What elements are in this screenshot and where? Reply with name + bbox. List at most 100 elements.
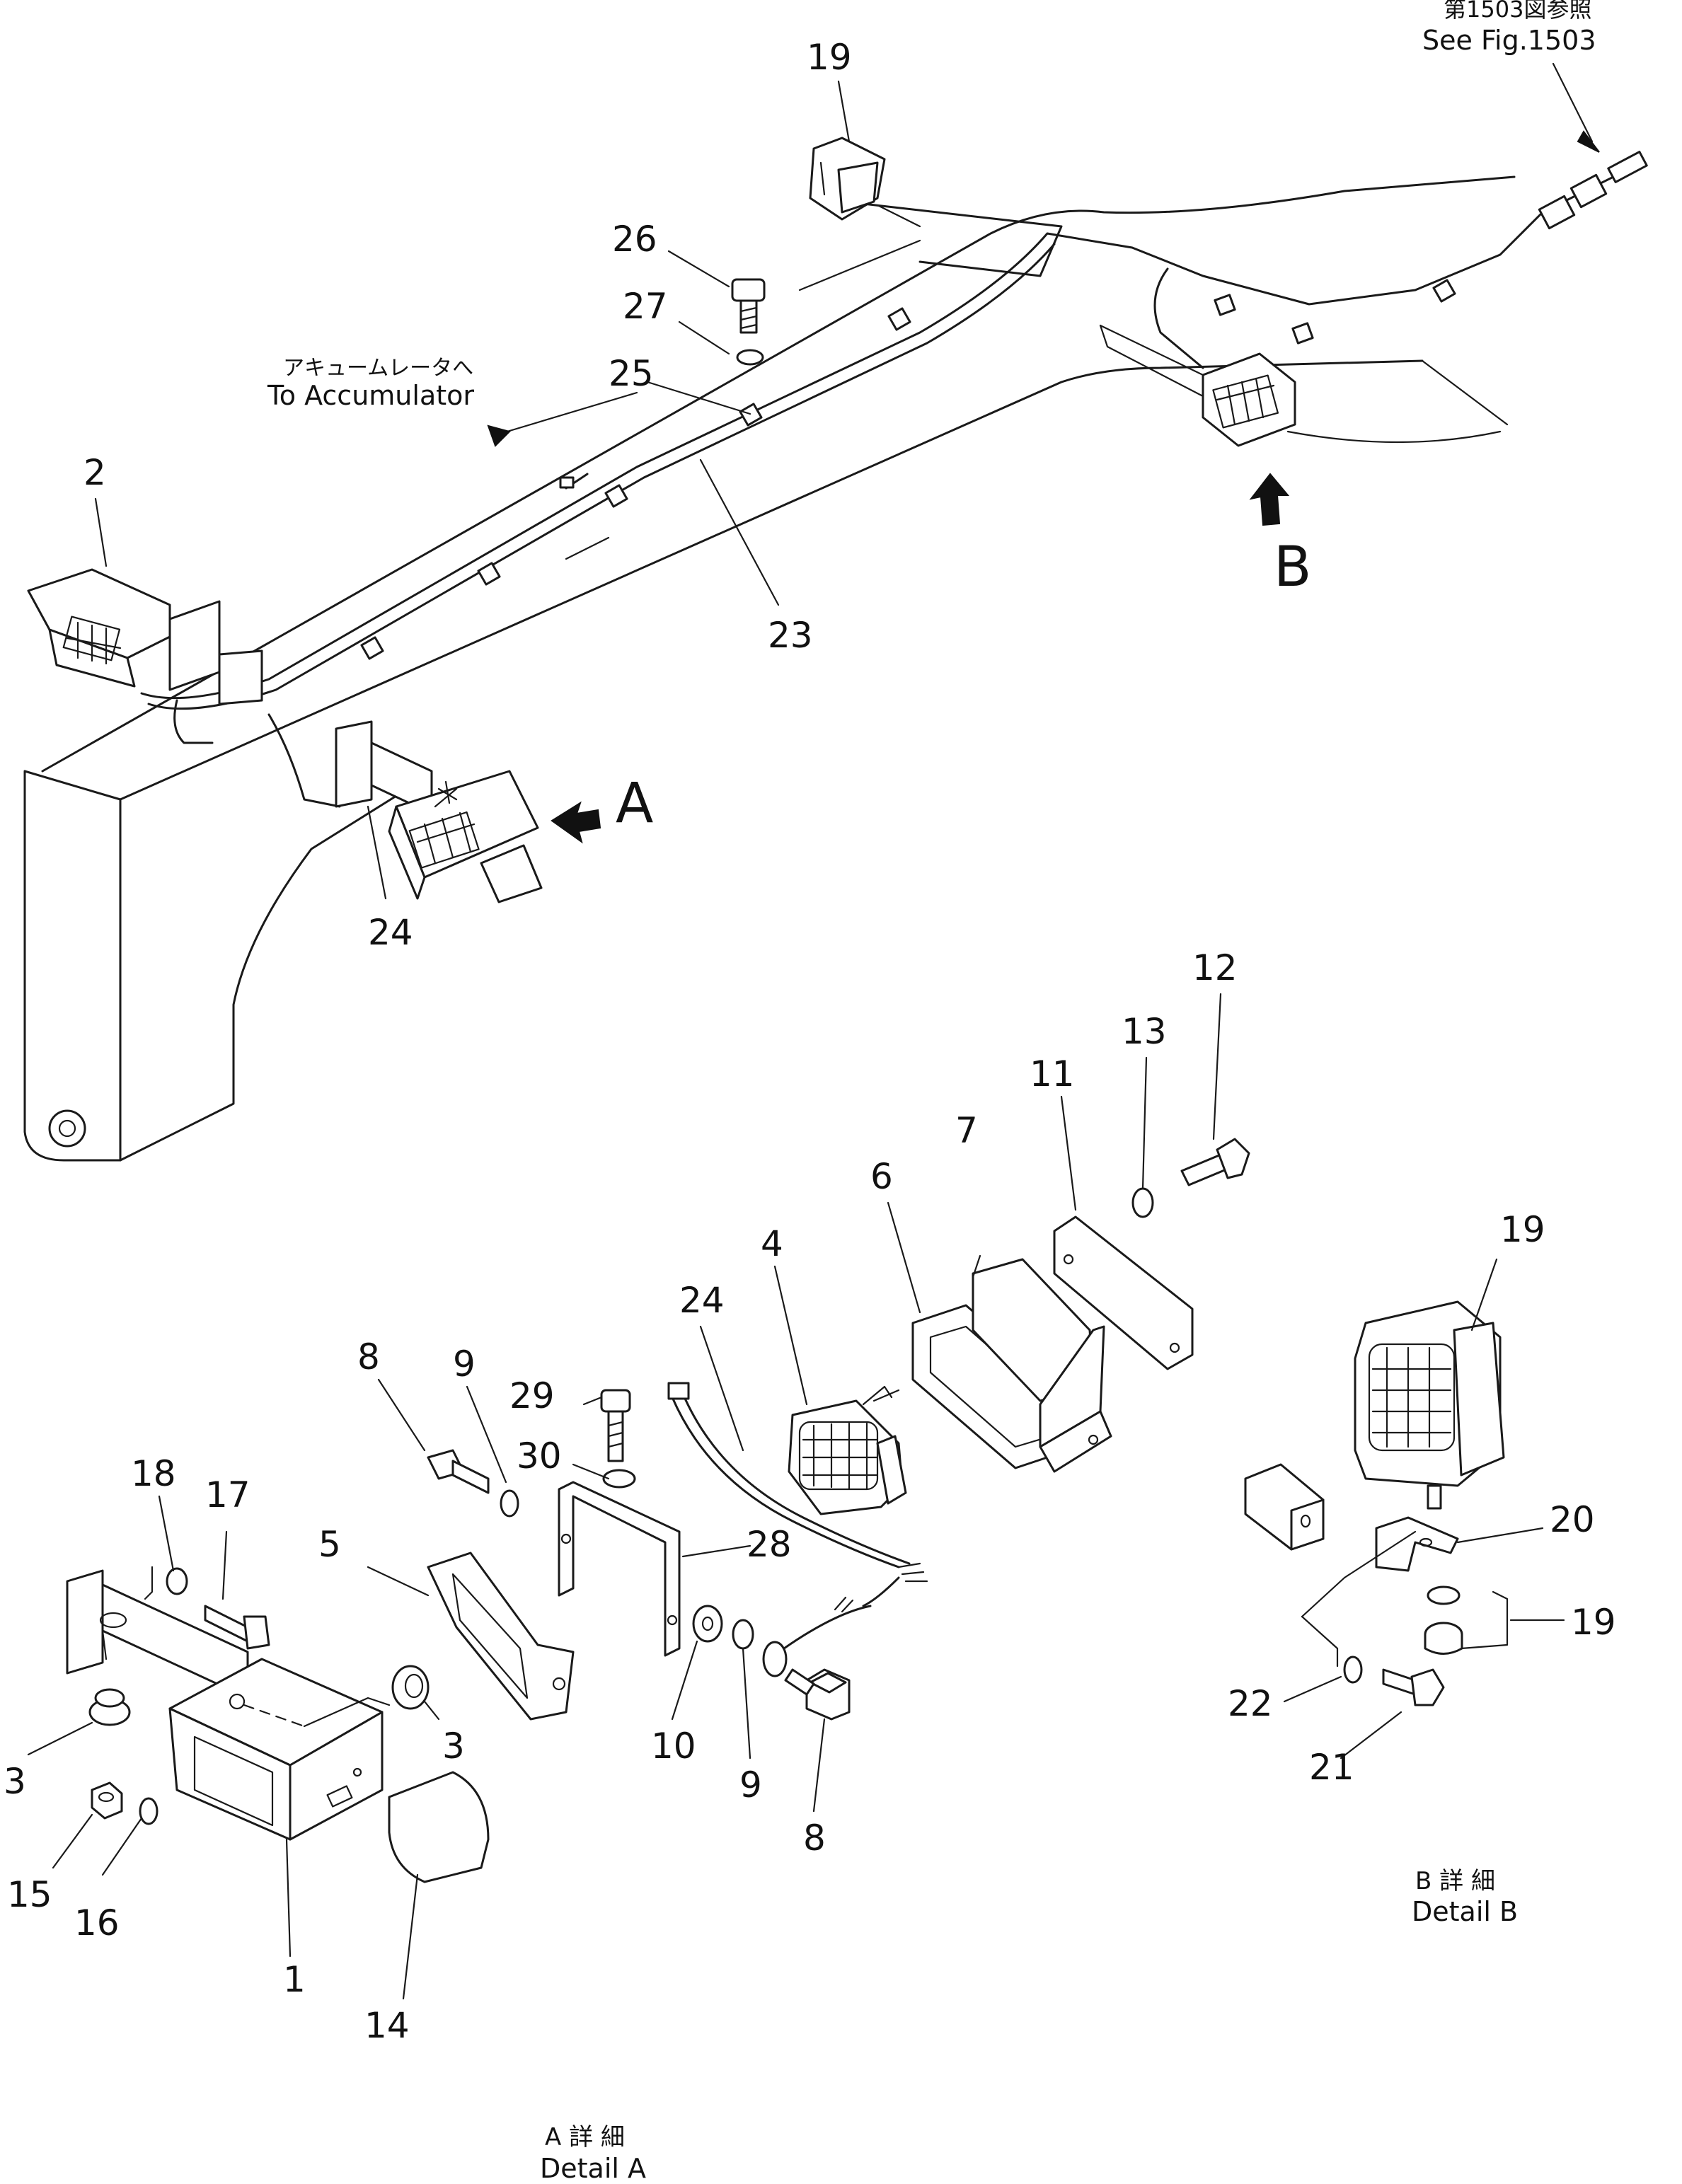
callout-9-top: 9 xyxy=(453,1344,476,1385)
grommet-3-left xyxy=(88,1688,131,1726)
callout-29: 29 xyxy=(509,1375,555,1416)
accumulator-lead-end xyxy=(559,476,575,489)
callout-10: 10 xyxy=(651,1726,696,1767)
lamp-19-stud xyxy=(1427,1484,1442,1510)
washer-19b xyxy=(1427,1585,1461,1605)
harness-clamp xyxy=(1291,322,1314,345)
callout-6: 6 xyxy=(870,1156,893,1197)
harness-clamp xyxy=(1432,279,1456,303)
detail-b-lamp-19 xyxy=(1354,1300,1505,1510)
bolt-8-top xyxy=(427,1449,490,1494)
nut-15 xyxy=(91,1781,123,1820)
lock-washer-27 xyxy=(736,349,764,366)
lamp-b xyxy=(1099,324,1296,447)
view-b-arrow xyxy=(1249,473,1290,526)
detail-b-title-jp: B 詳 細 xyxy=(1415,1867,1495,1895)
spacer-5 xyxy=(427,1552,575,1721)
callout-22: 22 xyxy=(1228,1683,1273,1724)
callout-26: 26 xyxy=(612,219,657,260)
detail-b-bracket-arm xyxy=(1244,1463,1325,1551)
grommet-3-right xyxy=(391,1665,430,1710)
harness-clamp xyxy=(739,403,763,427)
harness-connector xyxy=(1538,195,1576,230)
detail-a-title-en: Detail A xyxy=(540,2153,646,2184)
callout-15: 15 xyxy=(7,1874,52,1915)
bracket-28 xyxy=(558,1481,681,1657)
upper-leaders xyxy=(94,62,1600,900)
callout-13: 13 xyxy=(1122,1011,1167,1052)
callout-25: 25 xyxy=(609,353,654,394)
view-b-label: B xyxy=(1274,536,1312,599)
bolt-29 xyxy=(600,1389,631,1462)
callout-8-top: 8 xyxy=(357,1336,380,1377)
machine-frame xyxy=(23,175,1516,1162)
bolt-17 xyxy=(204,1605,270,1650)
harness-clamp xyxy=(604,484,628,508)
callout-7: 7 xyxy=(955,1110,978,1151)
washer-30 xyxy=(602,1469,636,1489)
detail-a-title-jp: A 詳 細 xyxy=(545,2123,625,2151)
ring-terminal xyxy=(762,1605,872,1677)
harness-clamp xyxy=(1214,294,1236,316)
lamp-19-top xyxy=(809,137,921,228)
callout-16: 16 xyxy=(74,1902,120,1943)
callout-19-right: 19 xyxy=(1500,1209,1545,1250)
nut-19b xyxy=(1424,1622,1463,1655)
bracket-20 xyxy=(1375,1516,1459,1572)
harness-24-connector xyxy=(667,1382,690,1400)
harness-connector xyxy=(1569,173,1608,209)
lamp-a xyxy=(335,720,543,903)
frame-roller xyxy=(48,1109,86,1148)
lamp-2 xyxy=(27,568,263,705)
callout-23: 23 xyxy=(768,615,813,656)
callout-5: 5 xyxy=(318,1524,341,1565)
washer-9-top xyxy=(500,1489,519,1518)
callout-21: 21 xyxy=(1309,1747,1354,1788)
lamp-4 xyxy=(788,1385,907,1515)
callout-11: 11 xyxy=(1030,1053,1075,1094)
callout-3-right: 3 xyxy=(442,1726,465,1767)
washer-13 xyxy=(1131,1187,1154,1218)
callout-24-top: 24 xyxy=(368,912,413,953)
callout-numbers: 19 26 27 25 2 23 24 12 13 11 7 6 4 24 8 … xyxy=(4,37,1616,2046)
view-a-label: A xyxy=(616,772,653,836)
harness-24-detail xyxy=(667,1382,928,1613)
callout-2: 2 xyxy=(83,452,106,493)
washer-16 xyxy=(139,1797,159,1825)
callout-12: 12 xyxy=(1192,947,1238,988)
lamp-cover-14 xyxy=(388,1771,490,1883)
washer-10 xyxy=(692,1605,723,1643)
bolt-8-bottom xyxy=(784,1668,851,1721)
plate-11 xyxy=(1053,1215,1194,1370)
callout-3-left: 3 xyxy=(4,1761,26,1802)
washer-18 xyxy=(166,1567,188,1595)
callout-9-bottom: 9 xyxy=(739,1764,762,1805)
harness-clamp xyxy=(477,562,501,586)
reference-labels: 第1503図参照 See Fig.1503 アキュームレータへ To Accum… xyxy=(267,0,1596,2184)
washer-9-bottom xyxy=(732,1619,754,1650)
callout-20: 20 xyxy=(1550,1499,1595,1540)
harness-plug xyxy=(1607,151,1648,183)
bolt-12 xyxy=(1180,1138,1250,1186)
callout-19-nut: 19 xyxy=(1571,1602,1616,1643)
callout-30: 30 xyxy=(517,1435,562,1477)
bolt-26 xyxy=(731,278,766,334)
fig-ref-jp: 第1503図参照 xyxy=(1444,0,1591,23)
accumulator-ref-jp: アキュームレータへ xyxy=(283,356,473,381)
callout-24-mid: 24 xyxy=(679,1280,725,1321)
callout-17: 17 xyxy=(205,1474,250,1515)
fig-ref-en: See Fig.1503 xyxy=(1422,25,1596,56)
view-a-arrow xyxy=(551,801,601,844)
harness-clamp xyxy=(887,307,911,331)
bolt-21 xyxy=(1382,1668,1445,1706)
callout-28: 28 xyxy=(747,1524,792,1565)
callout-18: 18 xyxy=(131,1453,176,1494)
wiring-harness xyxy=(140,151,1648,808)
accumulator-ref-en: To Accumulator xyxy=(267,380,474,411)
bracket-7 xyxy=(972,1258,1112,1473)
washer-22 xyxy=(1343,1656,1363,1684)
callout-8-bottom: 8 xyxy=(803,1818,826,1859)
harness-clamp xyxy=(360,636,384,660)
callout-14: 14 xyxy=(364,2005,410,2046)
